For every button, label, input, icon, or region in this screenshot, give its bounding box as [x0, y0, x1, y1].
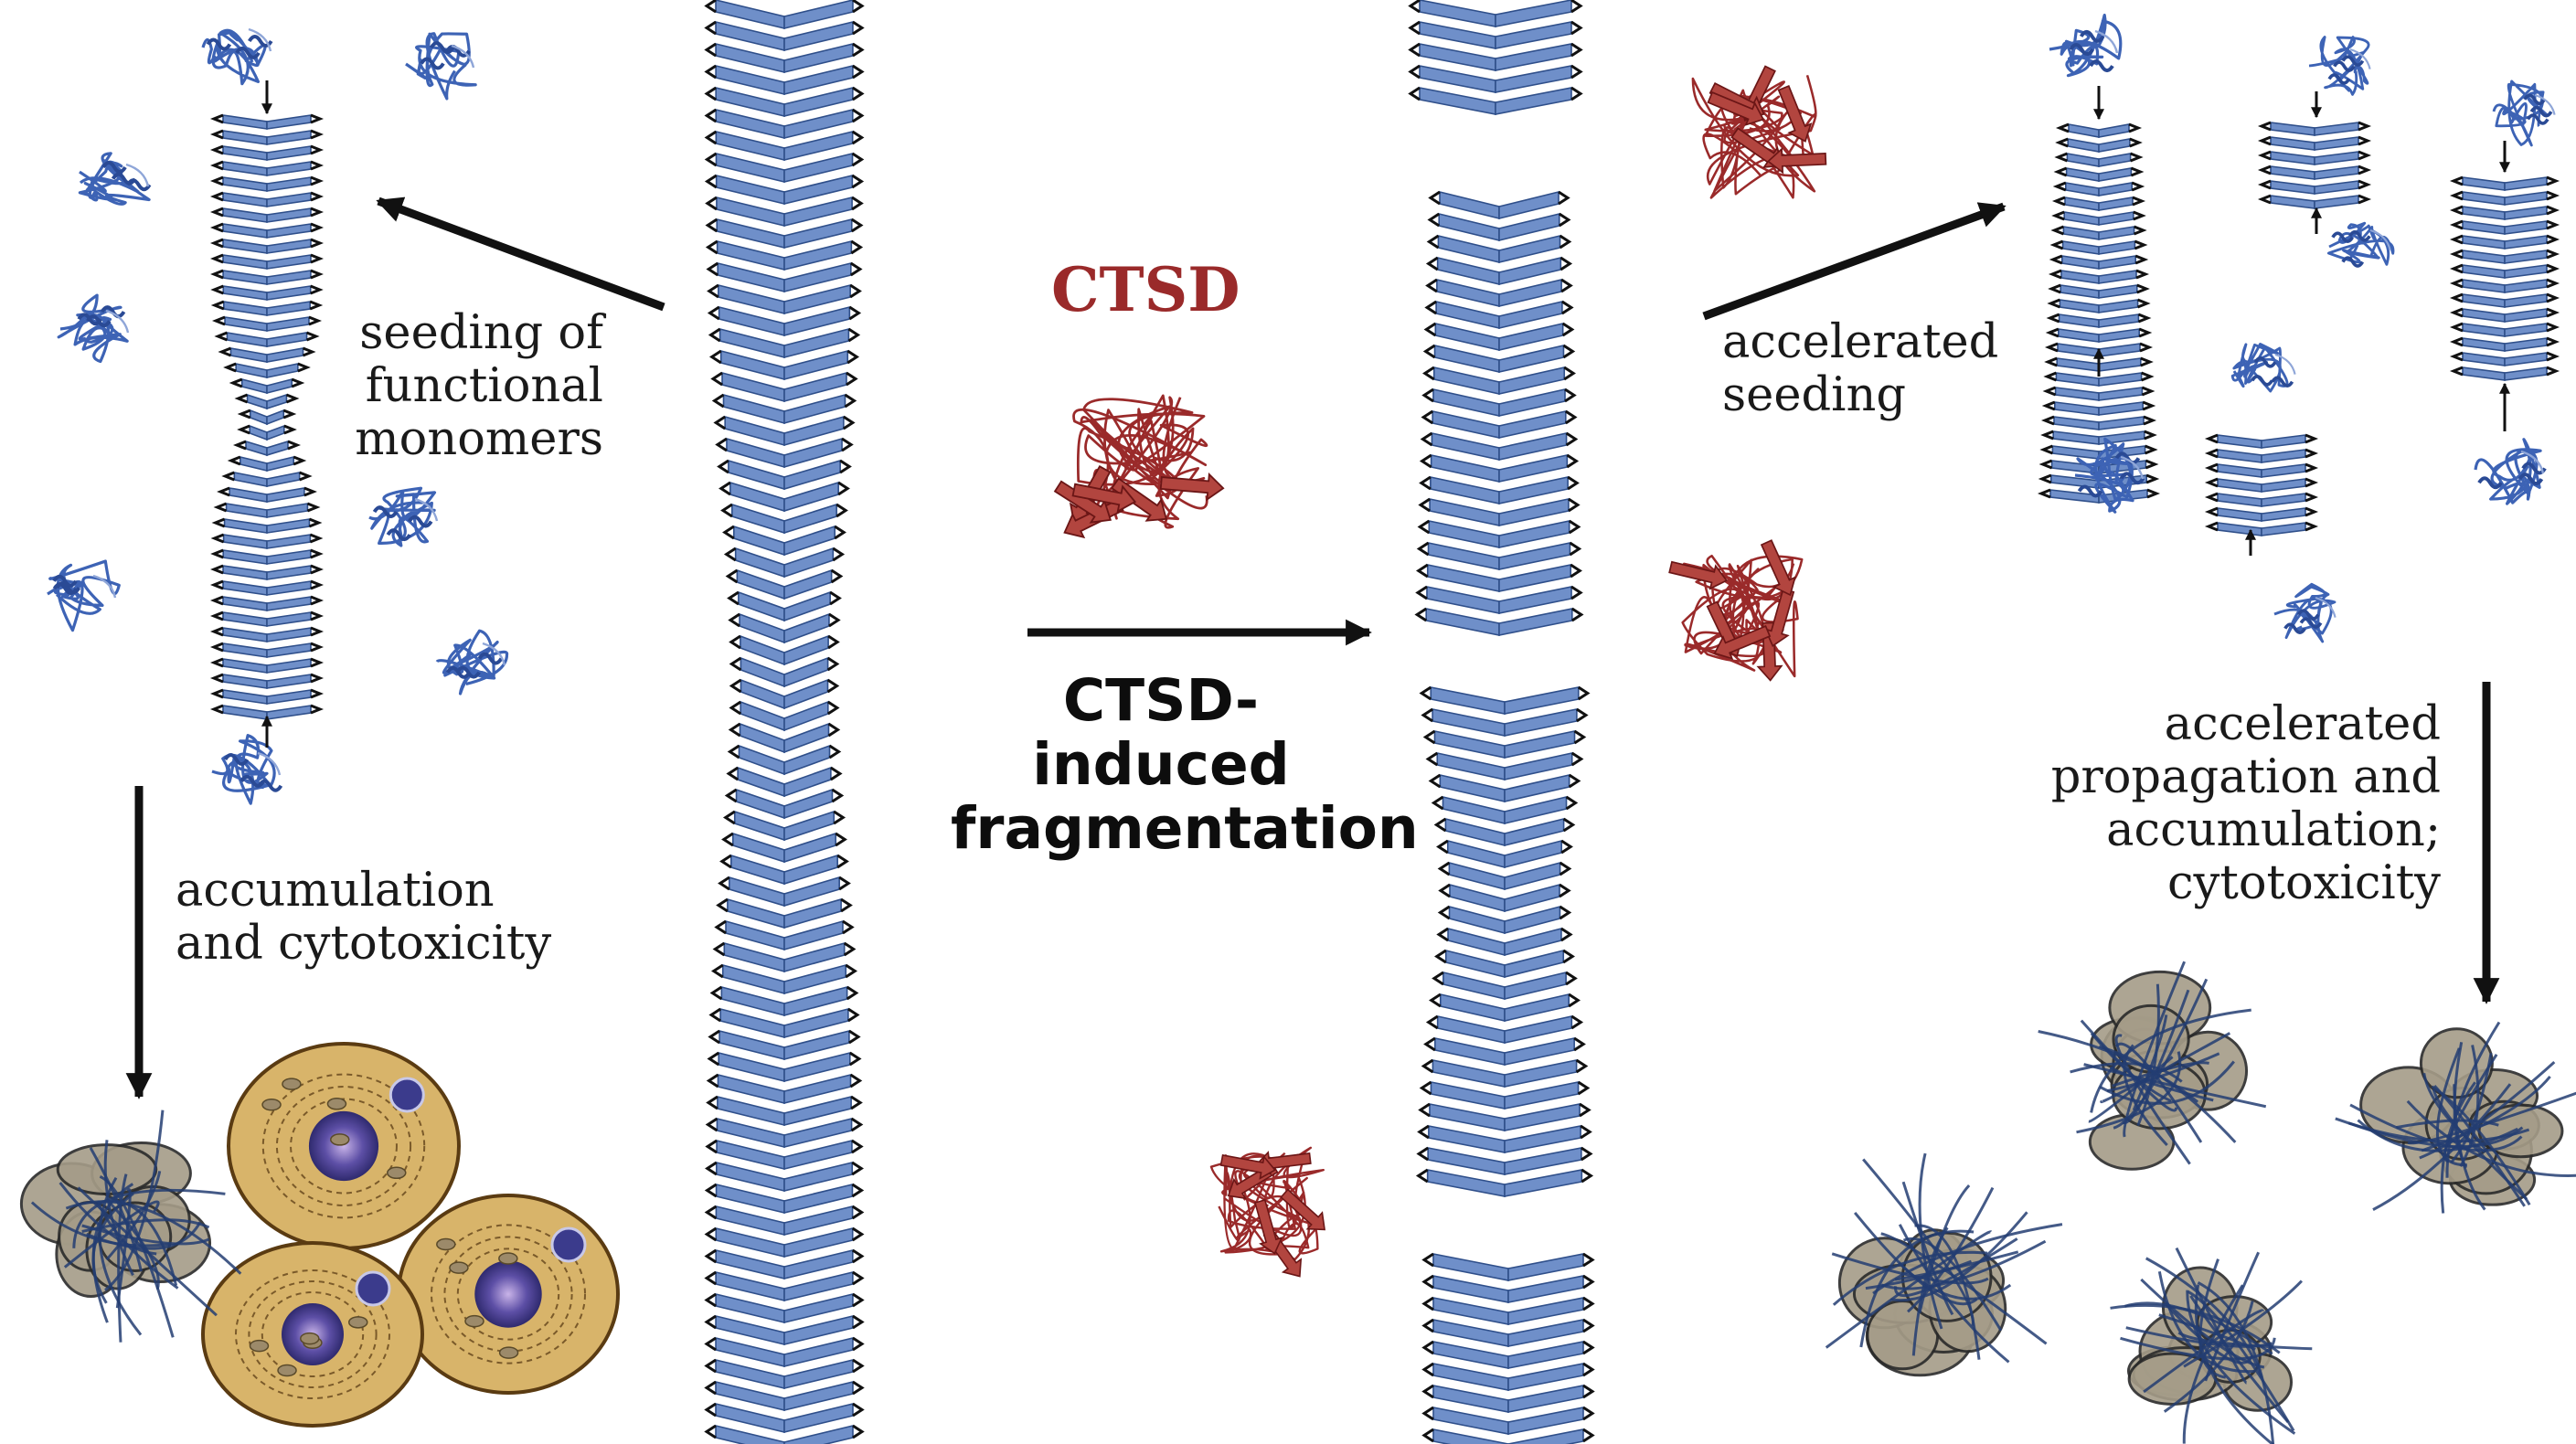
cell-3 [201, 1241, 424, 1428]
ctsd-protein-center [1053, 394, 1225, 539]
cell-2 [397, 1194, 620, 1395]
monomer-1 [201, 27, 273, 86]
monomer-13 [2230, 343, 2296, 393]
monomer-layer [47, 13, 2556, 805]
aggregate-2 [2335, 1021, 2576, 1214]
monomer-5 [368, 486, 439, 547]
right-fibril-3 [2204, 433, 2319, 536]
arrow-layer [125, 80, 2510, 1099]
monomer-3 [78, 152, 152, 207]
accelerated-propagation-label: accelerated propagation and accumulation… [2050, 697, 2441, 910]
seeding-arrow [376, 196, 665, 312]
fragment-1 [1408, 0, 1583, 115]
aggregate-4 [2110, 1247, 2313, 1444]
monomer-4 [57, 293, 130, 364]
seeding-functional-monomers-label: seeding of functional monomers [355, 306, 603, 466]
left-seeded-fibril [209, 113, 325, 720]
accelerated-seeding-arrow [1702, 202, 2007, 321]
fragment-3 [1415, 685, 1594, 1197]
monomer-12 [2326, 221, 2395, 268]
monomer-6 [47, 559, 121, 632]
fragment-4 [1421, 1252, 1595, 1444]
monomer-11 [2492, 80, 2556, 147]
monomer-2 [405, 32, 477, 101]
monomer-9 [2049, 13, 2123, 78]
ctsd-layer [1053, 65, 1827, 1278]
ctsd-protein-1 [1691, 65, 1827, 199]
aggregate-3 [1825, 1152, 2063, 1377]
cell-layer [201, 1042, 620, 1428]
ctsd-title: CTSD [1051, 254, 1240, 325]
aggregate-left [19, 1110, 242, 1343]
accelerated-seeding-label: accelerated seeding [1722, 315, 1999, 422]
cell-1 [227, 1042, 461, 1250]
ctsd-protein-2 [1668, 539, 1804, 682]
monomer-7 [435, 629, 509, 695]
central-fibril [704, 0, 865, 1444]
monomer-16 [2273, 582, 2336, 643]
right-fibril-2 [2257, 121, 2372, 209]
right-fibril-1 [2037, 122, 2161, 504]
monomer-14 [2074, 437, 2145, 514]
ctsd-induced-fragmentation-label: CTSD- induced fragmentation [951, 667, 1419, 862]
accumulation-cytotoxicity-label: accumulation and cytotoxicity [176, 864, 552, 971]
aggregate-1 [2038, 961, 2267, 1171]
monomer-8 [211, 734, 283, 805]
monomer-10 [2308, 36, 2371, 96]
fibril-layer [209, 0, 2560, 1444]
monomer-15 [2474, 438, 2547, 505]
fragment-2 [1414, 190, 1584, 636]
aggregate-layer [19, 961, 2576, 1444]
right-fibril-4 [2449, 175, 2560, 381]
ctsd-protein-3 [1209, 1146, 1326, 1278]
